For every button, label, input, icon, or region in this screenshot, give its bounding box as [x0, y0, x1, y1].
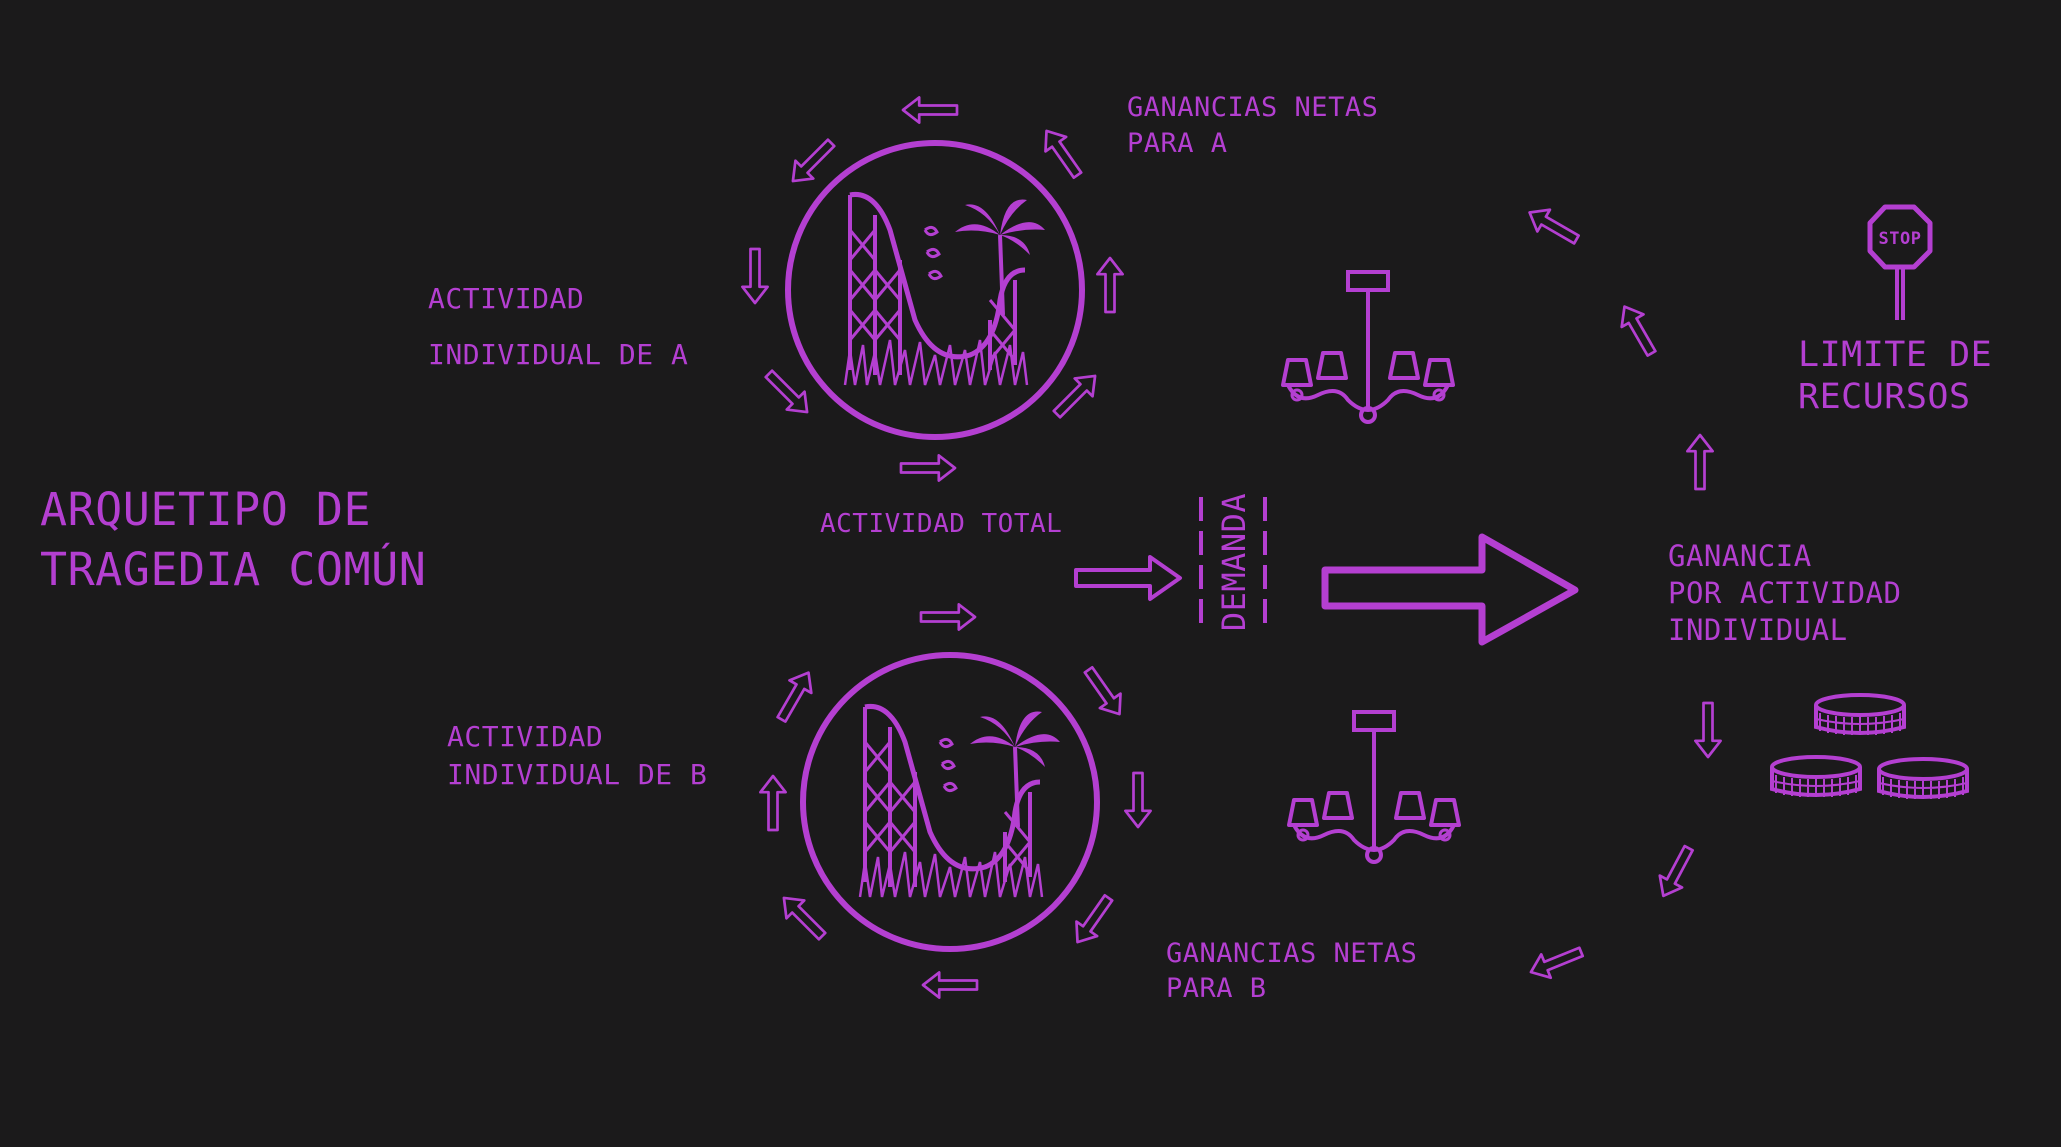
arrow-icon	[1034, 122, 1090, 184]
arrow-icon	[1521, 200, 1585, 252]
chandelier-icon	[1287, 710, 1461, 864]
arrow-icon	[921, 971, 979, 999]
arrow-icon	[759, 774, 787, 832]
activity-a-line-1: ACTIVIDAD	[428, 282, 584, 315]
arrow-icon	[1076, 661, 1132, 723]
net-gain-b-label: GANANCIAS NETAS PARA B	[1166, 938, 1417, 1004]
stop-sign-icon: STOP	[1867, 204, 1933, 320]
total-activity-label: ACTIVIDAD TOTAL	[820, 509, 1062, 539]
big-arrow-icon	[1321, 533, 1579, 646]
net-gain-a-label: GANANCIAS NETAS PARA A	[1127, 92, 1378, 159]
arrow-icon	[1694, 701, 1722, 759]
circle-a	[785, 140, 1085, 440]
arrow-icon	[1612, 298, 1664, 362]
arrow-icon	[919, 603, 977, 631]
arrow-icon	[1686, 433, 1714, 491]
demand-input-arrow	[1074, 555, 1182, 601]
resource-limit-label: LIMITE DE RECURSOS	[1798, 335, 1992, 417]
arrow-icon	[1096, 256, 1124, 314]
gain-line-1: GANANCIA	[1668, 539, 1812, 573]
title-line-1: ARQUETIPO DE	[40, 483, 371, 536]
arrow-icon	[741, 247, 769, 305]
net-gain-a-line-1: GANANCIAS NETAS	[1127, 92, 1378, 123]
arrow-icon	[769, 664, 821, 728]
demand-label: DEMANDA	[1215, 493, 1253, 631]
title-line-2: TRAGEDIA COMÚN	[40, 543, 426, 596]
arrow-icon	[1065, 889, 1121, 951]
diagram-title: ARQUETIPO DE TRAGEDIA COMÚN	[40, 483, 426, 596]
gain-per-activity-label: GANANCIA POR ACTIVIDAD INDIVIDUAL	[1668, 539, 1901, 647]
activity-a-line-2: INDIVIDUAL DE A	[428, 338, 688, 371]
chandelier-icon	[1281, 270, 1455, 424]
arrow-icon	[773, 887, 833, 947]
activity-b-label: ACTIVIDAD INDIVIDUAL DE B	[447, 720, 707, 791]
net-gain-b-line-2: PARA B	[1166, 973, 1267, 1004]
demand-box: DEMANDA	[1199, 493, 1267, 631]
cycle-arrows-a	[741, 96, 1124, 482]
stop-sign-text: STOP	[1879, 229, 1922, 249]
cycle-arrows-b	[759, 603, 1152, 999]
activity-b-line-1: ACTIVIDAD	[447, 720, 603, 753]
arrow-icon	[758, 363, 818, 423]
gain-line-3: INDIVIDUAL	[1668, 613, 1848, 647]
resource-limit-line-1: LIMITE DE	[1798, 335, 1992, 375]
arrow-icon	[1124, 771, 1152, 829]
net-gain-a-line-2: PARA A	[1127, 128, 1228, 159]
gain-line-2: POR ACTIVIDAD	[1668, 576, 1901, 610]
resource-limit-line-2: RECURSOS	[1798, 377, 1971, 417]
arrow-icon	[1650, 840, 1702, 904]
coins-icon	[1770, 693, 1969, 801]
roller-coaster-icon	[860, 706, 1060, 897]
arrow-icon	[901, 96, 959, 124]
activity-b-line-2: INDIVIDUAL DE B	[447, 758, 707, 791]
activity-a-label: ACTIVIDAD INDIVIDUAL DE A	[428, 282, 688, 371]
net-gain-b-line-1: GANANCIAS NETAS	[1166, 938, 1417, 969]
roller-coaster-icon	[845, 194, 1045, 385]
circle-b	[800, 652, 1100, 952]
arrow-icon	[1524, 938, 1588, 986]
arrow-icon	[899, 454, 957, 482]
